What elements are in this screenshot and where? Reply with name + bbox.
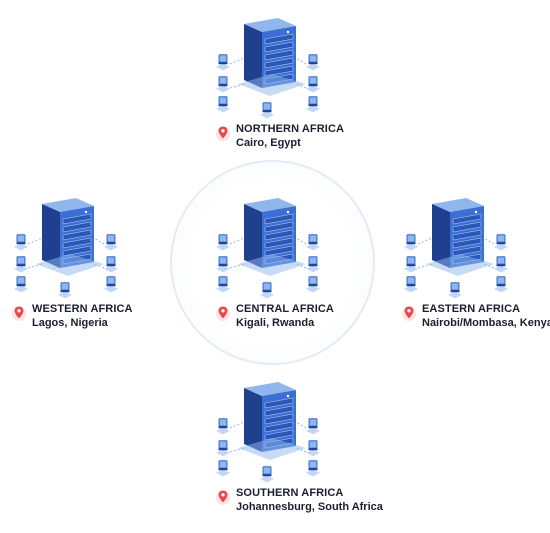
- region-name: NORTHERN AFRICA: [236, 123, 345, 135]
- server-cluster-icon: [210, 18, 330, 119]
- city-name: Kigali, Rwanda: [236, 317, 315, 329]
- server-cluster-icon: [210, 198, 330, 299]
- region-name: EASTERN AFRICA: [422, 303, 521, 315]
- region-name: SOUTHERN AFRICA: [236, 487, 344, 499]
- city-name: Cairo, Egypt: [236, 137, 301, 149]
- region-name: WESTERN AFRICA: [32, 303, 133, 315]
- location-label: EASTERN AFRICA Nairobi/Mombasa, Kenya: [402, 302, 550, 330]
- server-cluster-icon: [398, 198, 518, 299]
- location-pin-icon: [402, 306, 416, 321]
- region-name: CENTRAL AFRICA: [236, 303, 334, 315]
- location-label: SOUTHERN AFRICA Johannesburg, South Afri…: [216, 486, 383, 514]
- server-cluster-icon: [210, 382, 330, 483]
- location-label: NORTHERN AFRICA Cairo, Egypt: [216, 122, 344, 150]
- location-label: CENTRAL AFRICA Kigali, Rwanda: [216, 302, 334, 330]
- city-name: Johannesburg, South Africa: [236, 501, 383, 513]
- location-label: WESTERN AFRICA Lagos, Nigeria: [12, 302, 133, 330]
- location-pin-icon: [216, 126, 230, 141]
- location-pin-icon: [216, 306, 230, 321]
- location-pin-icon: [12, 306, 26, 321]
- city-name: Lagos, Nigeria: [32, 317, 108, 329]
- location-pin-icon: [216, 490, 230, 505]
- city-name: Nairobi/Mombasa, Kenya: [422, 317, 550, 329]
- server-cluster-icon: [8, 198, 128, 299]
